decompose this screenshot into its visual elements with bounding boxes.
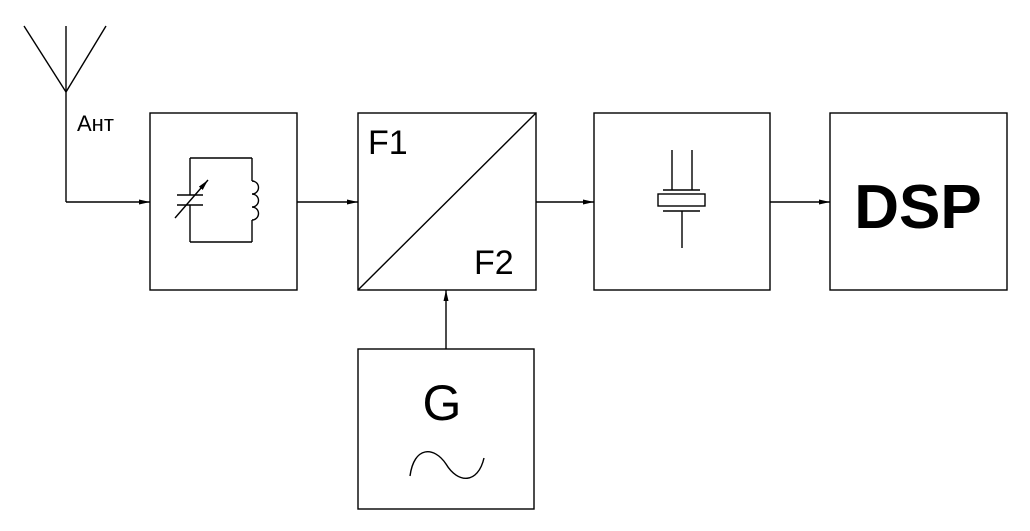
oscillator-block — [357, 348, 535, 510]
antenna-label: Ант — [77, 111, 114, 136]
lc-filter-block — [149, 112, 298, 291]
sine-wave-icon — [409, 451, 485, 479]
oscillator-label: G — [423, 375, 462, 431]
mixer-diagonal — [357, 112, 537, 291]
inductor-coil-icon — [251, 180, 260, 221]
crystal-filter-block — [593, 112, 771, 291]
mixer-block — [357, 112, 537, 291]
mixer-label-f2: F2 — [474, 244, 514, 282]
antenna-symbol — [23, 25, 107, 202]
crystal-resonator-icon — [657, 193, 706, 207]
tuning-arrow-icon — [174, 179, 209, 219]
dsp-block — [829, 112, 1008, 291]
mixer-label-f1: F1 — [368, 124, 408, 162]
dsp-label: DSP — [854, 173, 981, 242]
